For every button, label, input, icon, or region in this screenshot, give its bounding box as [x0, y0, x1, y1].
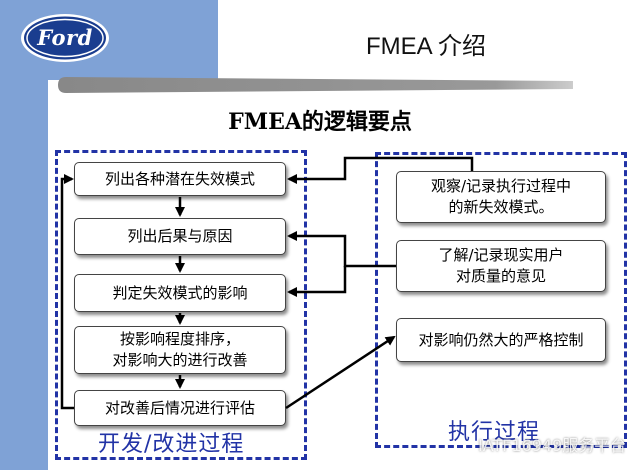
watermark-text: IATF16949服务平台 [478, 436, 627, 455]
item-observe-new-failures: 观察/记录执行过程中 的新失效模式。 [396, 171, 606, 223]
step-rank-improve: 按影响程度排序， 对影响大的进行改善 [74, 326, 286, 374]
side-strip [0, 80, 48, 470]
arrow-loop-back [60, 174, 74, 410]
execution-process-group [375, 152, 627, 448]
item-user-feedback: 了解/记录现实用户 对质量的意见 [396, 240, 606, 292]
development-process-label: 开发/改进过程 [98, 432, 245, 457]
arrow-evaluate-to-control [285, 335, 396, 410]
step-list-failure-modes: 列出各种潜在失效模式 [74, 162, 286, 196]
arrow-feedback-to-step3 [287, 266, 347, 297]
ford-logo: Ford [19, 12, 111, 64]
title-divider [58, 77, 573, 93]
diagram-title: FMEA的逻辑要点 [228, 109, 412, 135]
step-list-effects-causes: 列出后果与原因 [74, 218, 286, 255]
execution-process-label: 执行过程 [448, 420, 541, 445]
step-judge-impact: 判定失效模式的影响 [74, 274, 286, 312]
item-strict-control: 对影响仍然大的严格控制 [396, 318, 606, 362]
arrow-feedback-to-steps [287, 231, 396, 268]
arrow-observe-to-step1 [287, 156, 474, 184]
step-evaluate: 对改善后情况进行评估 [74, 390, 286, 426]
slide-title: FMEA 介绍 [366, 33, 487, 60]
ford-oval-icon [21, 14, 109, 62]
logo-text: Ford [37, 25, 93, 50]
development-process-group [55, 150, 307, 460]
